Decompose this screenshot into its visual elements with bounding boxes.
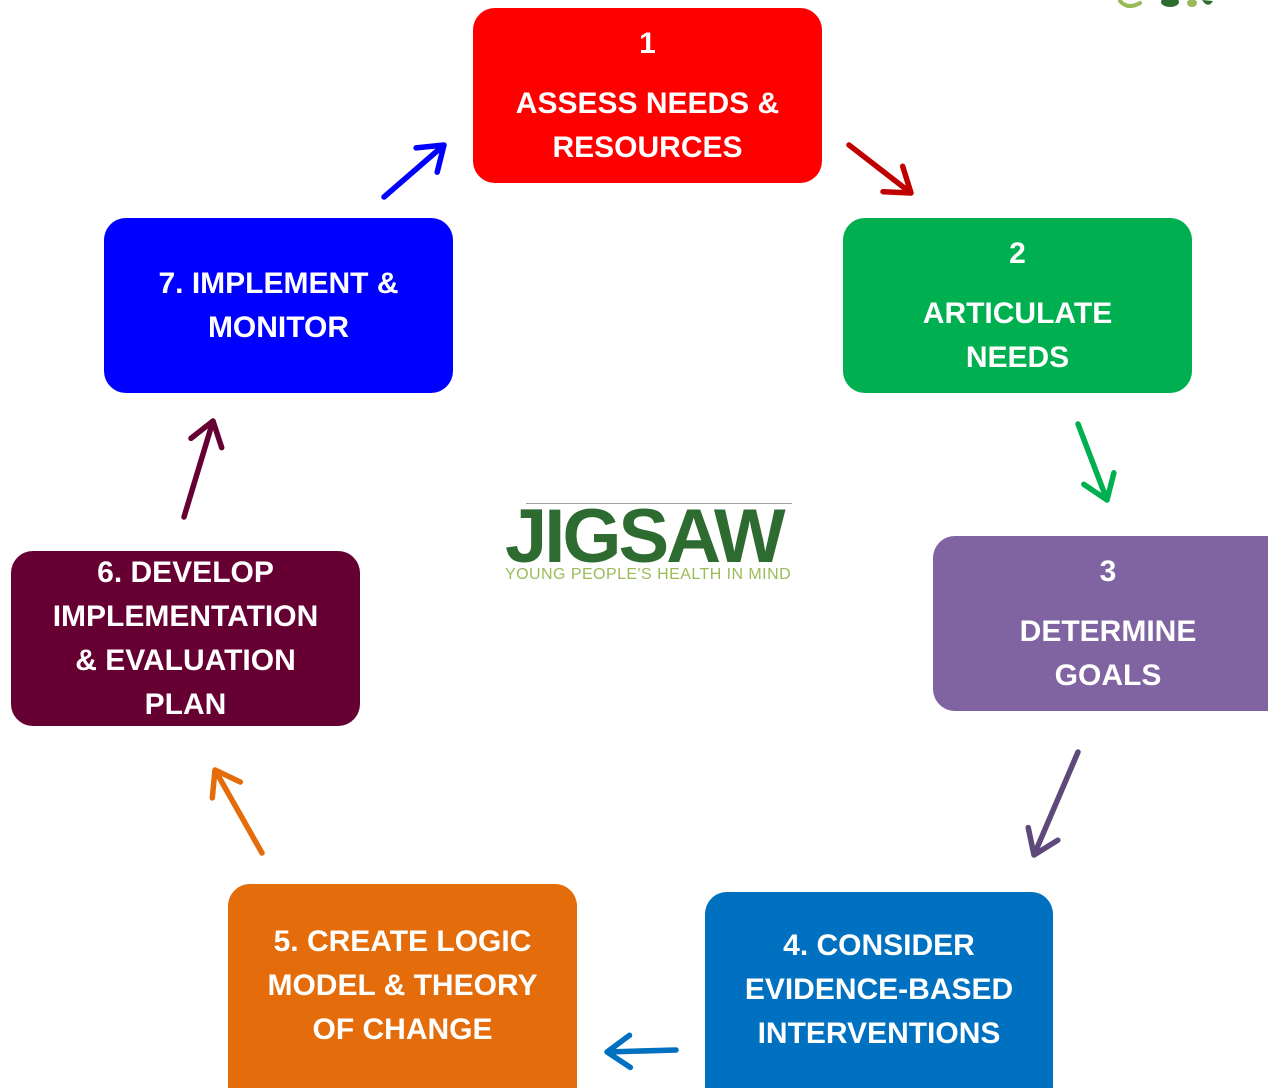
step-number: 1	[639, 26, 656, 60]
step-label-line: EVIDENCE-BASED	[744, 973, 1014, 1006]
step-label-line: & EVALUATION	[75, 643, 296, 677]
arrow-step1-to-step2	[846, 142, 914, 196]
step-label-line: 7. IMPLEMENT &	[158, 266, 399, 300]
step-5-box: 5. CREATE LOGIC MODEL & THEORY OF CHANGE	[228, 884, 577, 1088]
arrow-step6-to-step7	[181, 418, 225, 520]
step-label-line: INTERVENTIONS	[757, 1017, 1001, 1050]
logo-border-line	[526, 503, 792, 504]
step-label-line: NEEDS	[965, 340, 1070, 374]
step-1-box: 1 ASSESS NEEDS & RESOURCES	[473, 8, 822, 183]
step-label-line: MODEL & THEORY	[267, 969, 538, 1002]
step-label-line: GOALS	[1054, 658, 1162, 692]
step-label-line: 6. DEVELOP	[97, 555, 274, 589]
step-number: 3	[1099, 554, 1117, 588]
arrow-step5-to-step6	[209, 767, 265, 856]
arrow-step7-to-step1	[381, 142, 447, 200]
logo-wordmark: JIGSAW	[505, 494, 786, 579]
logo-tagline: YOUNG PEOPLE'S HEALTH IN MIND	[505, 566, 792, 583]
arrow-step4-to-step5	[604, 1032, 679, 1071]
step-label-line: ARTICULATE	[922, 296, 1113, 330]
arrow-step3-to-step4	[1025, 749, 1081, 858]
corner-logo-fragment-icon	[1118, 0, 1213, 8]
step-3-box: 3 DETERMINE GOALS	[933, 536, 1268, 711]
step-label-line: PLAN	[144, 687, 227, 721]
step-label-line: DETERMINE	[1019, 614, 1197, 648]
jigsaw-logo: JIGSAW YOUNG PEOPLE'S HEALTH IN MIND	[503, 499, 792, 583]
step-4-box: 4. CONSIDER EVIDENCE-BASED INTERVENTIONS	[705, 892, 1053, 1088]
step-6-box: 6. DEVELOP IMPLEMENTATION & EVALUATION P…	[11, 551, 360, 726]
step-label-line: 4. CONSIDER	[783, 929, 975, 962]
step-number: 2	[1009, 236, 1026, 270]
step-label-line: OF CHANGE	[312, 1013, 493, 1046]
step-label-line: RESOURCES	[552, 130, 743, 164]
step-2-box: 2 ARTICULATE NEEDS	[843, 218, 1192, 393]
step-label-line: ASSESS NEEDS &	[515, 86, 780, 120]
step-label-line: MONITOR	[207, 310, 350, 344]
step-label-line: IMPLEMENTATION	[52, 599, 319, 633]
step-label-line: 5. CREATE LOGIC	[273, 925, 532, 958]
step-7-box: 7. IMPLEMENT & MONITOR	[104, 218, 453, 393]
arrow-step2-to-step3	[1075, 421, 1117, 503]
